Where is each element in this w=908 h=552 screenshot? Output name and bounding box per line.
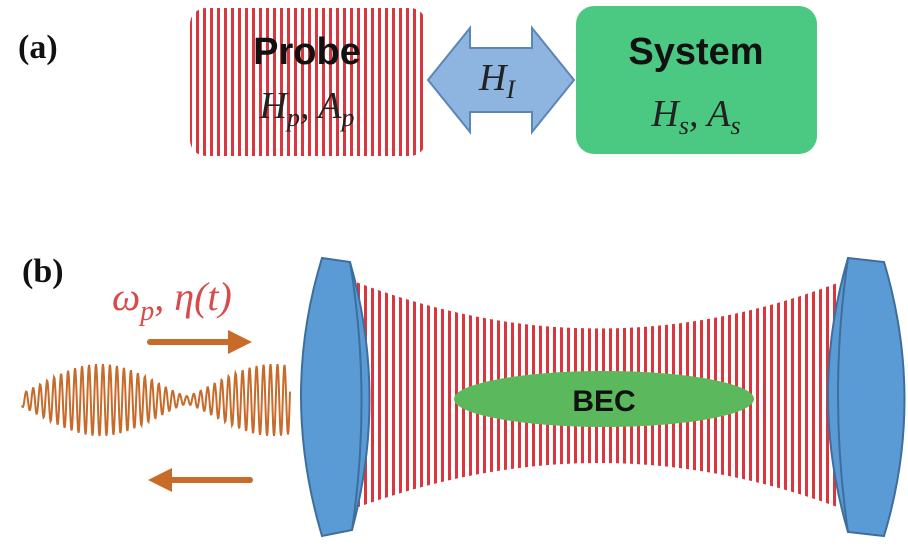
probe-frequency-drive-label: ωp, η(t) — [112, 274, 232, 327]
interaction-double-arrow: HI — [426, 25, 576, 135]
bec-cloud: BEC — [454, 371, 754, 427]
probe-title: Probe — [253, 31, 361, 73]
incoming-arrow-icon — [147, 330, 252, 354]
probe-symbols: Hp, Ap — [259, 85, 355, 132]
bec-label: BEC — [572, 385, 635, 418]
left-mirror — [300, 256, 371, 538]
probe-box: Probe Hp, Ap — [190, 8, 426, 156]
system-symbols: Hs, As — [650, 93, 740, 140]
system-title: System — [628, 31, 763, 73]
panel-b-label: (b) — [22, 253, 64, 290]
interaction-hamiltonian: HI — [478, 57, 516, 104]
system-box: System Hs, As — [576, 6, 817, 154]
panel-a-label: (a) — [18, 29, 58, 66]
probe-wave-packet — [21, 363, 291, 437]
right-mirror — [827, 256, 906, 538]
outgoing-arrow-icon — [148, 468, 253, 492]
